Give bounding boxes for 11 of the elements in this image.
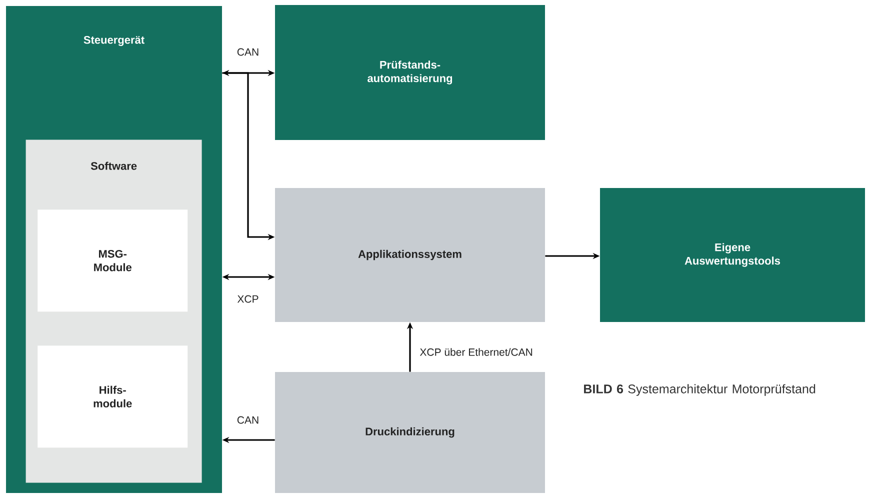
module-box: Hilfs-module <box>38 346 188 448</box>
edge-label: CAN <box>235 414 261 426</box>
process-box: Druckindizierung <box>275 372 545 493</box>
process-box: Eigene Auswertungstools <box>600 188 865 322</box>
edge-label: CAN <box>235 46 261 58</box>
caption: BILD 6 Systemarchitektur Motorprüfstand <box>584 384 816 396</box>
module-box: MSG-Module <box>38 210 188 312</box>
edge-label: XCP <box>236 294 260 304</box>
process-box: Prüfstands-automatisierung <box>275 5 545 140</box>
edge-label: XCP über Ethernet/CAN <box>418 346 534 358</box>
process-box: Applikationssystem <box>275 188 545 322</box>
